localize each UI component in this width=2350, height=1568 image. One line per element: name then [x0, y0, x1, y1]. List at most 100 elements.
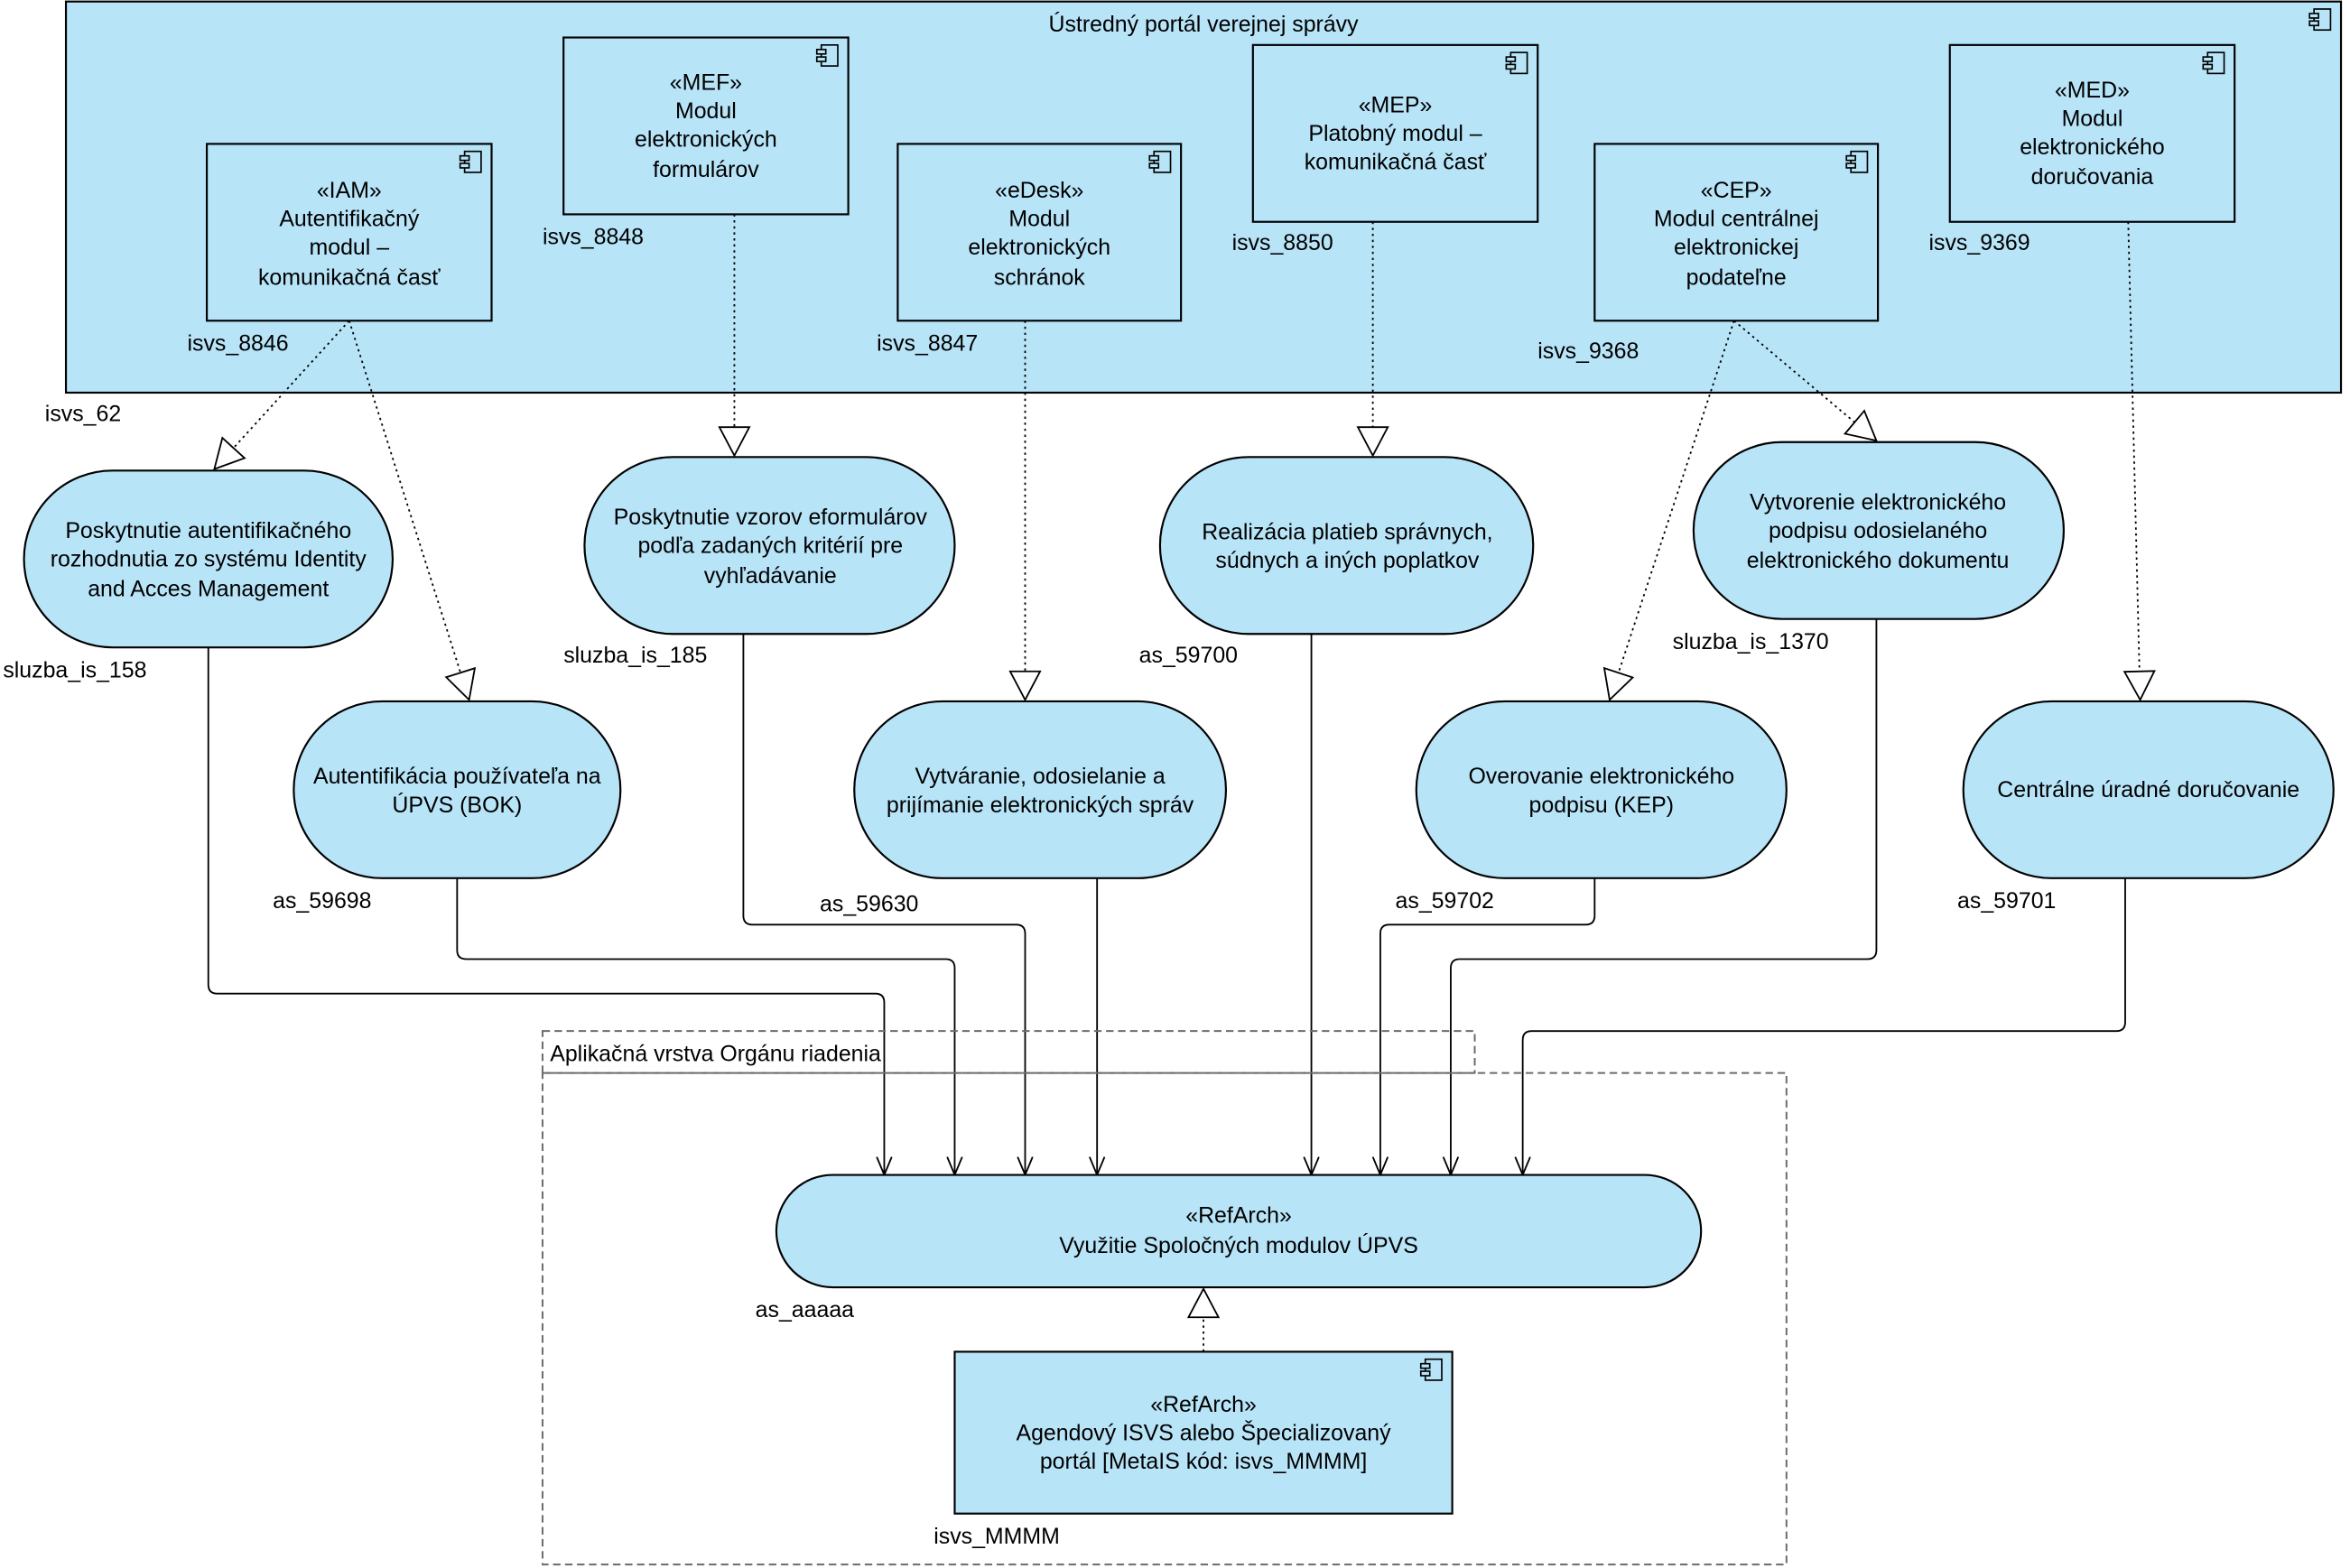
service-name-line: Poskytnutie autentifikačného — [65, 518, 351, 543]
component-name-line: formulárov — [653, 157, 759, 182]
service-shape — [775, 1174, 1703, 1289]
component-code: isvs_MMMM — [933, 1524, 1060, 1549]
component-icon — [1505, 51, 1528, 75]
component-stereotype: «MEF» — [670, 70, 742, 96]
component-stereotype: «MED» — [2055, 78, 2130, 103]
service-name-line: podpisu (KEP) — [1529, 793, 1675, 818]
component-code: isvs_8846 — [188, 330, 289, 356]
component-name-line: Modul centrálnej — [1654, 207, 1819, 232]
realization-arrowhead — [2122, 670, 2156, 702]
service-code: as_aaaaa — [756, 1297, 855, 1322]
realization-arrowhead — [1843, 409, 1878, 442]
component-stereotype: «CEP» — [1701, 178, 1772, 203]
service-name-line: elektronického dokumentu — [1747, 548, 2010, 573]
service-sig-create: Vytvorenie elektronického podpisu odosie… — [1692, 441, 2066, 620]
component-stereotype: «RefArch» — [1150, 1392, 1257, 1417]
service-code: sluzba_is_185 — [563, 643, 707, 668]
component-icon — [1845, 150, 1869, 173]
service-name-line: Autentifikácia používateľa na — [313, 764, 601, 789]
component-name-line: Modul — [2062, 106, 2123, 131]
component-name-line: Modul — [1008, 207, 1070, 232]
component-mep: «MEP» Platobný modul – komunikačná časť — [1251, 43, 1539, 223]
service-name-line: súdnych a iných poplatkov — [1215, 548, 1480, 573]
component-name-line: elektronického — [2020, 135, 2165, 160]
service-code: sluzba_is_1370 — [1673, 629, 1829, 654]
service-shape — [1158, 456, 1535, 636]
component-name-line: Agendový ISVS alebo Špecializovaný — [1016, 1419, 1391, 1445]
service-name-line: Overovanie elektronického — [1468, 764, 1734, 789]
component-edesk: «eDesk» Modul elektronických schránok — [896, 143, 1183, 322]
component-box — [953, 1350, 1454, 1515]
realization-edge — [348, 320, 461, 673]
service-code: as_59630 — [820, 891, 918, 916]
package-tab — [541, 1030, 1476, 1074]
service-sig-verify: Overovanie elektronického podpisu (KEP) — [1415, 700, 1788, 879]
flow-edge — [1379, 877, 1596, 1175]
service-form-templates: Poskytnutie vzorov eformulárov podľa zad… — [583, 456, 956, 636]
component-mef: «MEF» Modul elektronických formulárov — [562, 36, 850, 216]
service-shape — [583, 456, 956, 636]
component-cep: «CEP» Modul centrálnej elektronickej pod… — [1593, 143, 1880, 322]
realization-edge — [1617, 320, 1735, 673]
component-code: isvs_8850 — [1232, 230, 1333, 255]
realization-arrowhead — [718, 426, 751, 458]
service-stereotype: «RefArch» — [1185, 1203, 1292, 1229]
service-name-line: vyhľadávanie — [704, 563, 837, 589]
component-box — [896, 143, 1183, 322]
flow-edge — [456, 877, 956, 1175]
service-name-line: prijímanie elektronických správ — [887, 793, 1194, 818]
component-name-line: portál [MetaIS kód: isvs_MMMM] — [1040, 1449, 1367, 1474]
realization-arrowhead — [1356, 426, 1389, 458]
service-shape — [1692, 441, 2066, 620]
portal-code: isvs_62 — [45, 402, 121, 427]
realization-arrowhead — [1602, 666, 1635, 702]
service-name-line: ÚPVS (BOK) — [392, 792, 522, 818]
component-name-line: Modul — [675, 98, 737, 124]
flow-edge — [1450, 618, 1878, 1175]
component-name-line: modul – — [310, 235, 390, 260]
realization-arrowhead — [1186, 1286, 1221, 1319]
component-iam: «IAM» Autentifikačný modul – komunikačná… — [206, 143, 493, 322]
application-layer-package: Aplikačná vrstva Orgánu riadenia — [541, 1030, 1788, 1566]
service-code: as_59698 — [273, 888, 371, 914]
service-shape — [853, 700, 1228, 879]
service-name-line: Poskytnutie vzorov eformulárov — [614, 505, 928, 530]
service-name-line: Využitie Spoločných modulov ÚPVS — [1059, 1232, 1418, 1258]
component-box — [1593, 143, 1880, 322]
component-icon — [459, 150, 482, 173]
relationship-edges — [207, 214, 2156, 1352]
component-stereotype: «MEP» — [1359, 93, 1433, 118]
service-code: as_59700 — [1139, 643, 1238, 668]
component-stereotype: «eDesk» — [995, 178, 1083, 203]
component-med: «MED» Modul elektronického doručovania — [1948, 43, 2236, 223]
component-icon — [815, 44, 839, 67]
service-shape — [1962, 700, 2335, 879]
component-code: isvs_9368 — [1537, 339, 1639, 364]
package-title: Aplikačná vrstva Orgánu riadenia — [550, 1041, 881, 1066]
realization-arrowhead — [213, 436, 246, 471]
refarch-service: «RefArch» Využitie Spoločných modulov ÚP… — [775, 1174, 1703, 1289]
service-name-line: Vytvorenie elektronického — [1750, 489, 2006, 515]
component-code: isvs_8848 — [543, 225, 644, 250]
component-name-line: schránok — [994, 264, 1086, 290]
component-box — [562, 36, 850, 216]
component-name-line: Autentifikačný — [279, 207, 420, 232]
component-icon — [2202, 51, 2225, 75]
component-icon — [1419, 1358, 1443, 1381]
flow-edge — [742, 634, 1026, 1175]
package-body — [541, 1072, 1788, 1566]
service-name-line: rozhodnutia zo systému Identity — [51, 547, 367, 572]
realization-arrowhead — [444, 666, 477, 702]
portal-title: Ústredný portál verejnej správy — [1048, 11, 1359, 37]
service-code: as_59701 — [1957, 888, 2056, 914]
component-stereotype: «IAM» — [317, 178, 382, 203]
service-shape — [23, 469, 395, 649]
service-code: as_59702 — [1396, 888, 1494, 914]
component-name-line: komunikačná časť — [1305, 150, 1487, 175]
service-shape — [293, 700, 622, 879]
component-name-line: elektronickej — [1674, 235, 1798, 260]
component-name-line: elektronických — [635, 127, 777, 153]
refarch-component: «RefArch» Agendový ISVS alebo Špecializo… — [953, 1350, 1454, 1515]
component-box — [1251, 43, 1539, 223]
